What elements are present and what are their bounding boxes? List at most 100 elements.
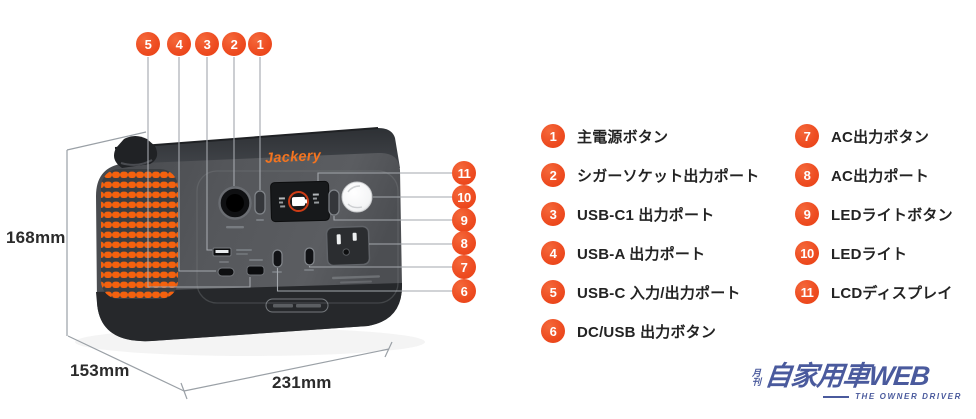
dimension-width-label: 231mm: [272, 373, 332, 392]
callout-badge-4: 4: [167, 32, 191, 56]
legend-item-9: 9 LEDライトボタン: [795, 202, 953, 226]
legend-label: シガーソケット出力ポート: [577, 167, 760, 185]
ac-ground-hole: [342, 248, 350, 256]
callout-badge-2: 2: [222, 32, 246, 56]
top-edge: [114, 127, 379, 149]
led-light-button: [328, 189, 340, 216]
legend-item-2: 2 シガーソケット出力ポート: [541, 163, 759, 187]
legend-number: 3: [541, 202, 565, 226]
legend-number: 8: [795, 163, 819, 187]
micro-label: [219, 261, 229, 263]
handle-highlight: [120, 159, 153, 166]
legend-item-8: 8 AC出力ポート: [795, 163, 929, 187]
site-logo-prefix-bottom: 刊: [752, 377, 762, 387]
lcd-display: [270, 180, 330, 223]
spec-badge: [265, 298, 329, 313]
micro-label: [340, 280, 372, 284]
usb-a-tab: [215, 250, 229, 253]
power-button: [254, 190, 266, 215]
site-logo-prefix: 月 刊: [752, 369, 761, 391]
handle-notch: [114, 136, 158, 168]
legend-item-7: 7 AC出力ボタン: [795, 124, 929, 148]
legend-number: 4: [541, 241, 565, 265]
legend-number: 7: [795, 124, 819, 148]
callout-badge-7: 7: [452, 255, 476, 279]
battery-icon: [291, 196, 306, 207]
site-logo-main: 月 刊 自家用車WEB: [752, 361, 962, 391]
callout-badge-1: 1: [248, 32, 272, 56]
micro-label: [226, 226, 244, 229]
callout-line-9: [333, 216, 452, 221]
dimension-line-width: [183, 348, 390, 392]
callout-badge-6: 6: [452, 279, 476, 303]
legend-label: USB-C1 出力ポート: [577, 206, 715, 224]
callout-line-7: [308, 266, 452, 268]
legend-label: 主電源ボタン: [577, 128, 669, 146]
legend-label: LEDライト: [831, 245, 908, 263]
legend-number: 11: [795, 280, 819, 304]
legend-number: 9: [795, 202, 819, 226]
cigarette-socket-inner: [226, 194, 244, 212]
callout-badge-9: 9: [452, 208, 476, 232]
legend-number: 6: [541, 319, 565, 343]
legend-number: 1: [541, 124, 565, 148]
dimension-extension-line: [66, 131, 147, 151]
legend-number: 10: [795, 241, 819, 265]
micro-label: [304, 269, 314, 271]
callout-badge-5: 5: [136, 32, 160, 56]
product-base: [96, 283, 402, 342]
micro-label: [273, 304, 293, 308]
micro-label: [249, 259, 263, 261]
micro-label: [256, 219, 264, 221]
dimension-depth-label: 153mm: [70, 361, 130, 380]
usb-c1-port: [272, 249, 283, 268]
site-logo: 月 刊 自家用車WEB THE OWNER DRIVER: [752, 361, 962, 401]
callout-badge-10: 10: [452, 185, 476, 209]
legend-label: USB-A 出力ポート: [577, 245, 706, 263]
dimension-tick: [384, 341, 393, 358]
legend-item-3: 3 USB-C1 出力ポート: [541, 202, 714, 226]
usb-c-port: [217, 267, 235, 277]
callout-line-6: [276, 268, 452, 292]
callout-badge-3: 3: [195, 32, 219, 56]
panel-seam: [196, 170, 399, 304]
ac-outlet: [325, 225, 371, 267]
callout-line-5: [147, 57, 251, 288]
legend-item-5: 5 USB-C 入力/出力ポート: [541, 280, 741, 304]
legend-label: DC/USB 出力ボタン: [577, 323, 717, 341]
legend-label: AC出力ポート: [831, 167, 930, 185]
site-logo-sub: THE OWNER DRIVER: [752, 392, 962, 401]
callout-line-11: [317, 172, 452, 181]
micro-label: [332, 275, 380, 280]
ac-slot-left: [336, 234, 341, 245]
callout-badge-11: 11: [452, 161, 476, 185]
dimension-tick: [180, 382, 188, 400]
legend-item-6: 6 DC/USB 出力ボタン: [541, 319, 716, 343]
micro-label: [296, 304, 321, 308]
dimension-height-label: 168mm: [6, 228, 66, 247]
callout-line-4: [178, 57, 216, 272]
site-logo-rule: [823, 395, 850, 398]
legend-item-4: 4 USB-A 出力ポート: [541, 241, 705, 265]
battery-highlight-ring: [288, 191, 310, 213]
legend-item-10: 10 LEDライト: [795, 241, 907, 265]
ac-output-button: [304, 247, 315, 266]
usb-c-input-output-port: [246, 265, 265, 276]
legend-label: AC出力ボタン: [831, 128, 930, 146]
legend-label: LCDディスプレイ: [831, 284, 953, 302]
ac-slot-right: [352, 232, 357, 241]
orange-vent-panel: [101, 169, 178, 299]
legend-number: 5: [541, 280, 565, 304]
led-reflector-lines: [347, 185, 363, 209]
micro-label: [236, 249, 252, 251]
callout-badge-8: 8: [452, 231, 476, 255]
site-logo-title: 自家用車WEB: [763, 361, 931, 391]
callout-line-3: [206, 57, 212, 251]
site-logo-tagline: THE OWNER DRIVER: [855, 392, 962, 401]
micro-label: [236, 253, 248, 255]
legend-number: 2: [541, 163, 565, 187]
legend-label: USB-C 入力/出力ポート: [577, 284, 741, 302]
legend-label: LEDライトボタン: [831, 206, 953, 224]
